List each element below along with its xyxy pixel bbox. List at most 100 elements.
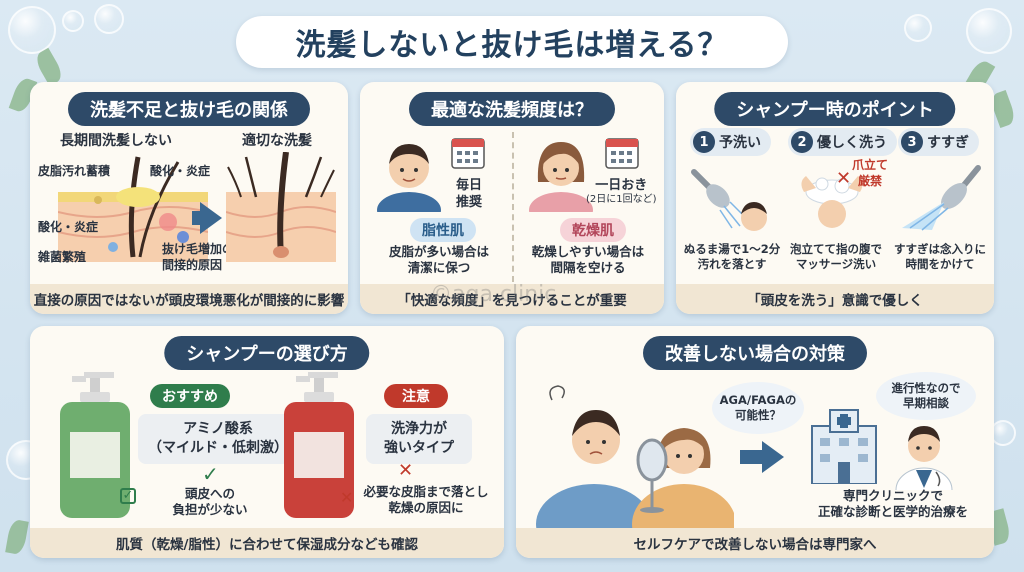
step3-description-line1: すすぎは念入りに	[894, 242, 986, 256]
bubble-decoration	[8, 6, 56, 54]
recommend-description-line2: 負担が少ない	[172, 502, 248, 518]
label-bacteria: 雑菌繁殖	[38, 250, 87, 264]
hospital-icon	[811, 409, 877, 484]
speech-bubble-early-line2: 早期相談	[903, 396, 949, 410]
speech-bubble-aga-line1: AGA/FAGAの	[719, 393, 797, 408]
speech-bubble-early-line1: 進行性なので	[891, 381, 961, 396]
step2-description-line1: 泡立てて指の腹で	[790, 242, 882, 256]
warning-line2: 厳禁	[858, 173, 883, 188]
oily-description-line1: 皮脂が多い場合は	[388, 244, 489, 259]
man-avatar	[377, 144, 441, 212]
panel-heading: 洗髪不足と抜け毛の関係	[68, 92, 310, 126]
recommend-description-line1: 頭皮への	[184, 486, 235, 501]
caution-description: 必要な皮脂まで落とし 乾燥の原因に	[356, 484, 496, 517]
speech-bubble-aga: AGA/FAGAの 可能性？	[712, 382, 804, 434]
step2-description-line2: マッサージ洗い	[795, 256, 877, 271]
bubble-decoration	[904, 14, 932, 42]
panel-heading: シャンプー時のポイント	[714, 92, 956, 126]
step-rinse: 3 すすぎ	[898, 128, 979, 156]
warning-line1: 爪立て	[852, 158, 889, 172]
man-frequency: 毎日 推奨	[456, 178, 482, 212]
right-caption: 適切な洗髪	[242, 133, 312, 149]
dry-skin-tag: 乾燥肌	[560, 218, 626, 242]
leaf-decoration	[32, 47, 66, 87]
check-icon: ✓	[202, 462, 219, 486]
caution-tag: 注意	[384, 384, 448, 408]
recommend-description: 頭皮への 負担が少ない	[150, 486, 270, 519]
label-hairloss: 抜け毛増加の 間接的原因	[162, 242, 234, 273]
step-label: 予洗い	[719, 135, 761, 151]
oily-description-line2: 清潔に保つ	[407, 260, 471, 276]
panel-shampoo-points: シャンプー時のポイント 1 予洗い 2 優しく洗う 3 すすぎ 爪立て 厳禁 ✕	[676, 82, 994, 314]
clinic-description-line2: 正確な診断と医学的治療を	[817, 504, 968, 520]
step-number: 2	[791, 131, 813, 153]
recommend-tag: おすすめ	[150, 384, 230, 408]
panel-shampoo-choice: シャンプーの選び方 おすすめ アミノ酸系 （マイルド・低刺激） ✓ ✓ 頭皮への…	[30, 326, 504, 558]
bubble-decoration	[94, 4, 124, 34]
strong-shampoo-bottle	[284, 372, 354, 518]
step-number: 1	[693, 131, 715, 153]
caution-description-line1: 必要な皮脂まで落とし	[363, 484, 489, 499]
woman-frequency-line2: (2日に1回など)	[586, 193, 657, 205]
speech-bubble-aga-line2: 可能性？	[735, 408, 781, 422]
label-hairloss-line2: 間接的原因	[162, 257, 223, 272]
cross-icon: ✕	[836, 168, 852, 189]
step-label: 優しく洗う	[817, 135, 887, 151]
rinse-shower-icon	[902, 165, 981, 231]
healthy-scalp-illustration	[226, 152, 336, 262]
bubble-decoration	[62, 10, 84, 32]
dry-description-line1: 乾燥しやすい場合は	[531, 244, 645, 259]
hands-washing-icon	[801, 176, 863, 228]
speech-bubble-early: 進行性なので 早期相談	[876, 372, 976, 420]
watermark: ©aga clinic	[430, 282, 557, 307]
step2-description: 泡立てて指の腹で マッサージ洗い	[784, 242, 888, 272]
dry-description-line2: 間隔を空ける	[550, 260, 626, 276]
oily-skin-tag: 脂性肌	[410, 218, 476, 242]
step-gentle-wash: 2 優しく洗う	[788, 128, 897, 156]
label-hairloss-line1: 抜け毛増加の	[162, 242, 235, 256]
cross-icon: ✕	[340, 488, 354, 507]
recommend-chip: アミノ酸系 （マイルド・低刺激）	[138, 414, 298, 464]
step1-description-line1: ぬるま湯で1〜2分	[683, 242, 781, 256]
step-prewash: 1 予洗い	[690, 128, 771, 156]
arrow-right-icon	[200, 202, 222, 234]
panel-footer: 「頭皮を洗う」意識で優しく	[676, 284, 994, 314]
step3-description-line2: 時間をかけて	[905, 256, 975, 271]
woman-frequency-line1: 一日おき	[595, 178, 648, 193]
divider	[512, 132, 514, 282]
step-number: 3	[901, 131, 923, 153]
warning-no-nails: 爪立て 厳禁	[852, 158, 888, 189]
caution-chip-line1: 洗浄力が	[391, 421, 447, 437]
panel-hairloss-relation: 洗髪不足と抜け毛の関係 長期間洗髪しない 適切な洗髪 皮脂汚れ蓄積 酸化・炎症 …	[30, 82, 348, 314]
step-label: すすぎ	[927, 135, 969, 151]
oily-description: 皮脂が多い場合は 清潔に保つ	[374, 244, 504, 277]
page-title-banner: 洗髪しないと抜け毛は増える？	[236, 16, 788, 68]
woman-avatar	[529, 142, 593, 212]
panel-heading: 改善しない場合の対策	[643, 336, 867, 370]
calendar-icon	[451, 138, 485, 169]
bubble-decoration	[966, 8, 1012, 54]
panel-footer: 直接の原因ではないが頭皮環境悪化が間接的に影響	[30, 284, 348, 314]
clinic-description-line1: 専門クリニックで	[842, 488, 943, 503]
label-sebum: 皮脂汚れ蓄積	[38, 164, 111, 178]
worried-couple-illustration	[536, 385, 734, 528]
step3-description: すすぎは念入りに 時間をかけて	[888, 242, 992, 272]
step1-description: ぬるま湯で1〜2分 汚れを落とす	[680, 242, 784, 272]
dry-description: 乾燥しやすい場合は 間隔を空ける	[518, 244, 658, 277]
man-frequency-line2: 推奨	[456, 194, 483, 210]
checkbox-icon: ✓	[120, 488, 136, 504]
leaf-decoration	[5, 518, 29, 556]
arrow-right-icon	[762, 441, 784, 473]
cross-icon: ✕	[398, 460, 414, 481]
arrow-shaft	[192, 211, 202, 225]
caution-description-line2: 乾燥の原因に	[388, 500, 464, 516]
panel-footer: セルフケアで改善しない場合は専門家へ	[516, 528, 994, 558]
calendar-icon	[605, 138, 639, 169]
recommend-chip-line1: アミノ酸系	[183, 421, 253, 437]
panel-footer: 肌質（乾燥/脂性）に合わせて保湿成分なども確認	[30, 528, 504, 558]
clinic-description: 専門クリニックで 正確な診断と医学的治療を	[798, 488, 988, 521]
panel-heading: 最適な洗髪頻度は？	[409, 92, 615, 126]
step1-description-line2: 汚れを落とす	[697, 256, 767, 271]
recommend-chip-line2: （マイルド・低刺激）	[148, 439, 288, 456]
caution-chip-line2: 強いタイプ	[384, 439, 454, 456]
